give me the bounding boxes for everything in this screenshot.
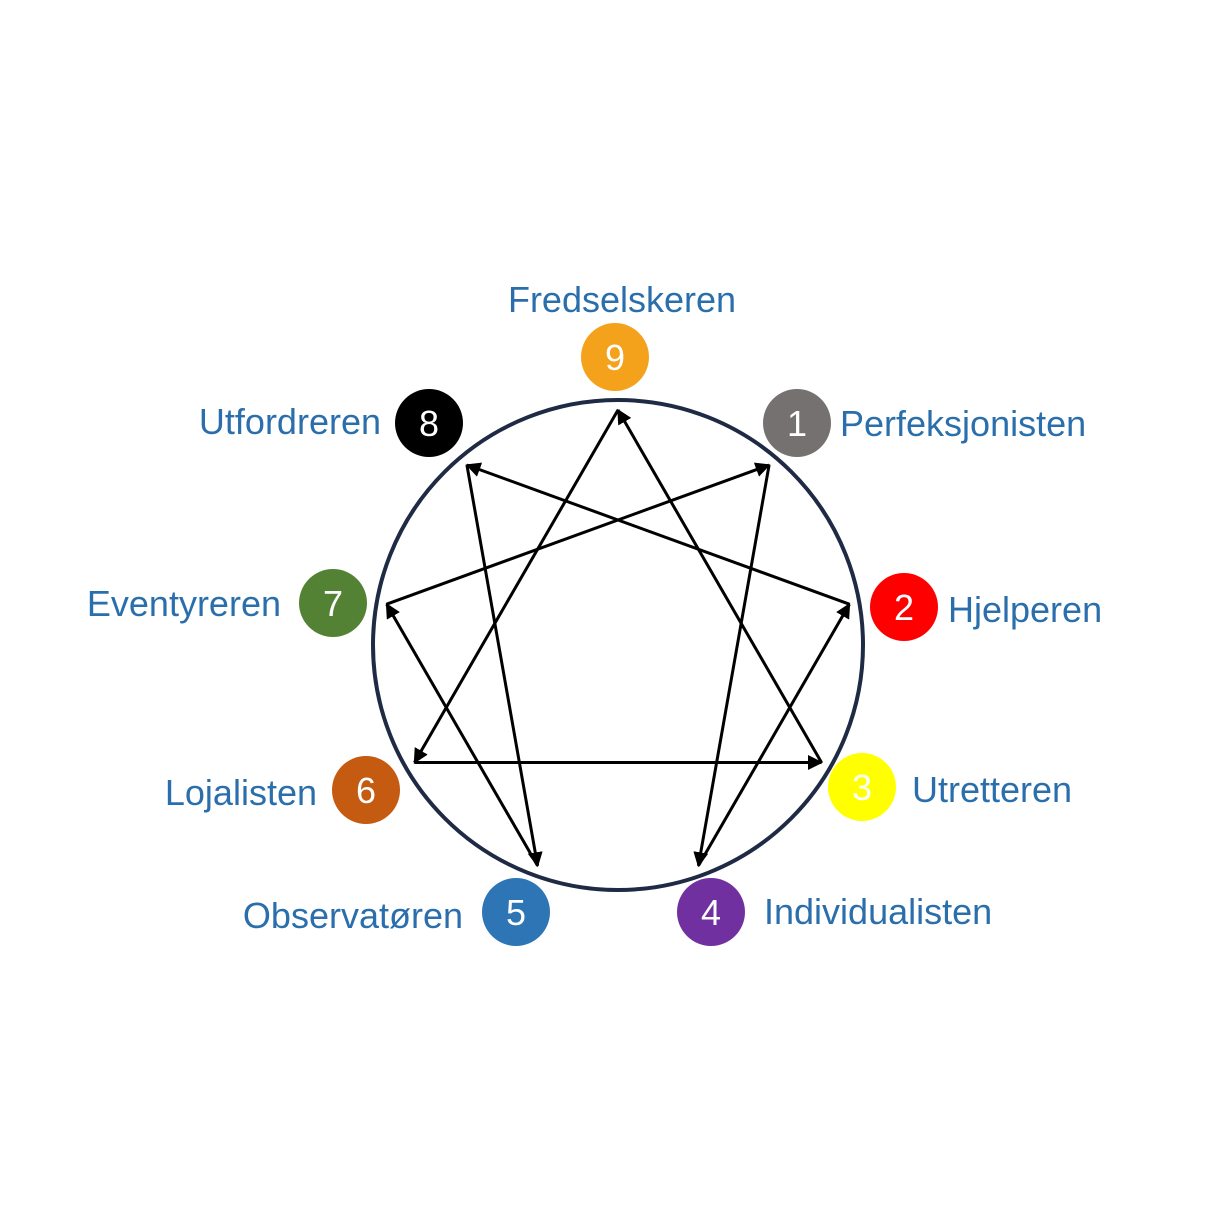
type-label-1: Perfeksjonisten [840,403,1086,444]
type-badge-7 [299,569,367,637]
type-number-1: 1 [787,403,807,444]
type-node-9: Fredselskeren 9 [508,279,736,391]
type-badge-4 [677,878,745,946]
arrow-5-to-7 [385,602,539,867]
arrow-3-to-9 [616,408,823,764]
type-label-7: Eventyreren [87,583,281,624]
arrow-9-to-6 [413,409,620,764]
type-node-8: 8 Utfordreren [199,389,463,457]
type-number-2: 2 [894,587,914,628]
type-badge-8 [395,389,463,457]
type-badge-9 [581,323,649,391]
type-node-6: 6 Lojalisten [165,756,400,824]
type-node-3: 3 Utretteren [828,753,1072,821]
type-badge-6 [332,756,400,824]
type-number-4: 4 [701,892,721,933]
type-number-7: 7 [323,583,343,624]
type-badge-5 [482,878,550,946]
arrow-7-to-1 [386,462,771,606]
type-number-3: 3 [852,767,872,808]
type-badge-1 [763,389,831,457]
type-node-1: 1 Perfeksjonisten [763,389,1086,457]
type-label-2: Hjelperen [948,589,1102,630]
arrow-4-to-2 [697,602,851,867]
enneagram-ring [371,398,865,892]
type-number-9: 9 [605,337,625,378]
arrows-layer [385,408,851,868]
type-badge-3 [828,753,896,821]
type-node-4: 4 Individualisten [677,878,992,946]
type-label-3: Utretteren [912,769,1072,810]
type-badge-2 [870,573,938,641]
type-number-5: 5 [506,892,526,933]
type-label-6: Lojalisten [165,772,317,813]
type-node-2: 2 Hjelperen [870,573,1102,641]
type-label-5: Observatøren [243,895,463,936]
type-node-5: 5 Observatøren [243,878,550,946]
type-label-9: Fredselskeren [508,279,736,320]
type-label-8: Utfordreren [199,401,381,442]
type-number-8: 8 [419,403,439,444]
type-label-4: Individualisten [764,891,992,932]
arrow-1-to-4 [693,464,771,868]
type-node-7: 7 Eventyreren [87,569,367,637]
type-number-6: 6 [356,770,376,811]
arrow-8-to-5 [465,464,543,868]
arrow-2-to-8 [465,462,850,606]
